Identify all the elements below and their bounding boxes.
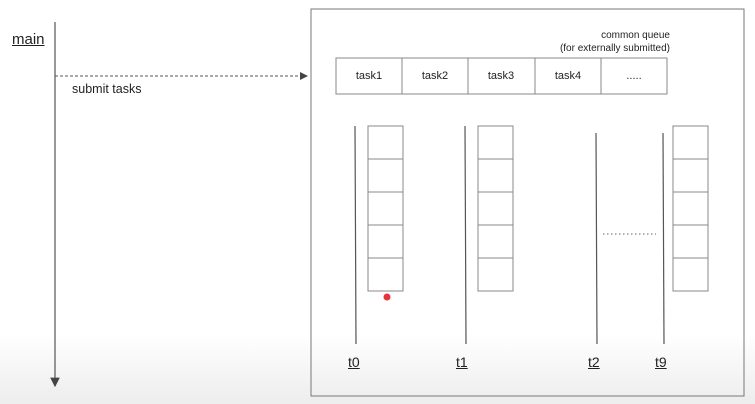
common-queue-title: common queue [601, 30, 670, 41]
submit-tasks-label: submit tasks [72, 82, 142, 96]
thread-line-t1 [464, 125, 467, 345]
task-marker-dot [383, 293, 391, 301]
common-queue-subtitle: (for externally submitted) [559, 43, 670, 54]
queue-task-cell: task2 [421, 70, 449, 82]
thread-label-t9: t9 [655, 354, 667, 370]
queue-task-cell: task3 [487, 70, 515, 82]
common-queue-box [335, 57, 668, 95]
queue-task-cell: task1 [355, 70, 383, 82]
thread-line-t9 [662, 132, 665, 345]
deque-t0 [367, 125, 404, 292]
deque-t9 [672, 125, 709, 292]
thread-line-t2 [595, 132, 598, 345]
queue-task-cell: task4 [554, 70, 582, 82]
queue-task-cell: ..... [626, 70, 642, 82]
common-queue-caption: common queue (for externally submitted) [560, 29, 670, 55]
fork-join-pool-box [310, 8, 745, 397]
thread-label-t2: t2 [588, 354, 600, 370]
thread-label-t1: t1 [456, 354, 468, 370]
main-thread-label: main [12, 31, 45, 48]
deque-t1 [477, 125, 514, 292]
thread-line-t0 [354, 125, 357, 345]
thread-label-t0: t0 [348, 354, 360, 370]
